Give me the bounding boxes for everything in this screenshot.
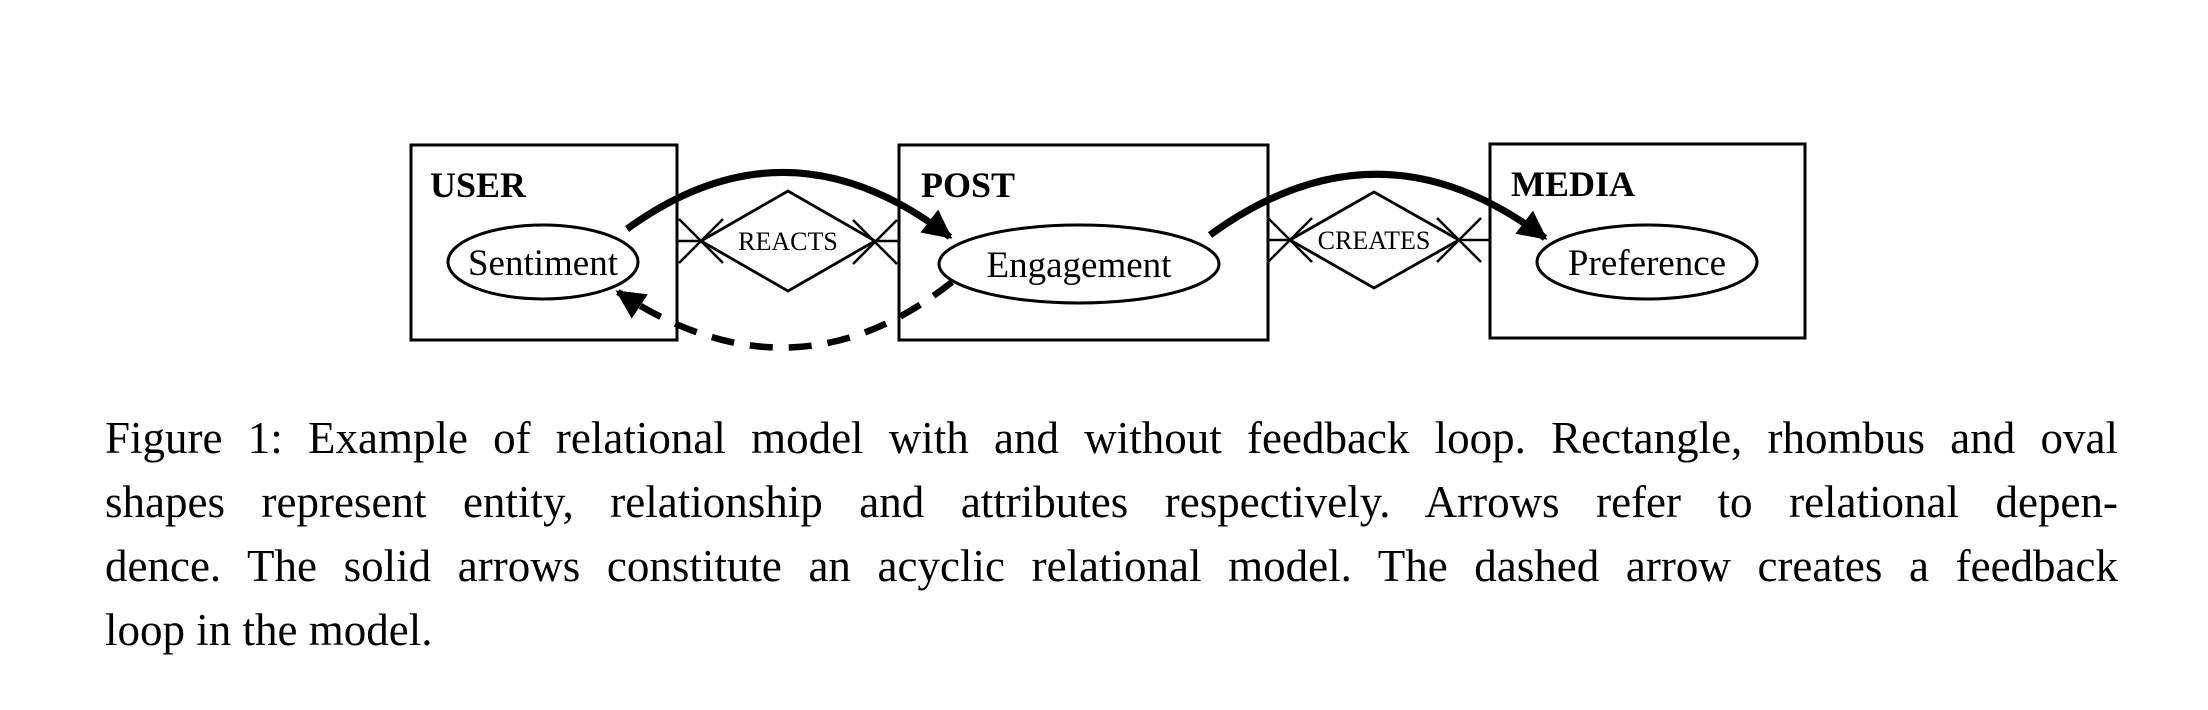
relationship-creates: CREATES [1267, 190, 1490, 290]
caption-line: Figure 1: Example of relational model wi… [105, 413, 2118, 463]
caption-line: loop in the model. [105, 605, 433, 655]
entity-user: USER Sentiment [409, 143, 679, 342]
caption-line: shapes represent entity, relationship an… [105, 477, 2118, 527]
figure-caption: Figure 1: Example of relational model wi… [105, 406, 2118, 662]
caption-line: dence. The solid arrows constitute an ac… [105, 541, 2118, 591]
attribute-engagement-label: Engagement [987, 245, 1173, 286]
entity-media: MEDIA Preference [1488, 142, 1807, 340]
relationship-reacts-label: REACTS [738, 227, 838, 256]
attribute-sentiment-label: Sentiment [468, 243, 619, 284]
solid-arrow-sentiment-engagement [624, 169, 953, 240]
relationship-reacts: REACTS [676, 189, 899, 293]
attribute-preference-oval [1535, 223, 1759, 301]
attribute-engagement-oval [937, 223, 1221, 305]
relationship-reacts-diamond [698, 189, 878, 293]
entity-media-label: MEDIA [1511, 164, 1635, 204]
relationship-creates-label: CREATES [1318, 226, 1431, 255]
solid-arrow-engagement-preference [1207, 170, 1548, 241]
er-diagram: USER Sentiment POST Engagement MEDIA Pre… [409, 142, 1807, 351]
entity-user-label: USER [430, 165, 527, 205]
entity-post-label: POST [921, 165, 1015, 205]
attribute-preference-label: Preference [1568, 243, 1726, 284]
relationship-creates-diamond [1287, 190, 1462, 290]
dashed-arrow-engagement-sentiment [615, 279, 955, 351]
entity-post: POST Engagement [897, 143, 1270, 342]
attribute-sentiment-oval [446, 223, 640, 301]
